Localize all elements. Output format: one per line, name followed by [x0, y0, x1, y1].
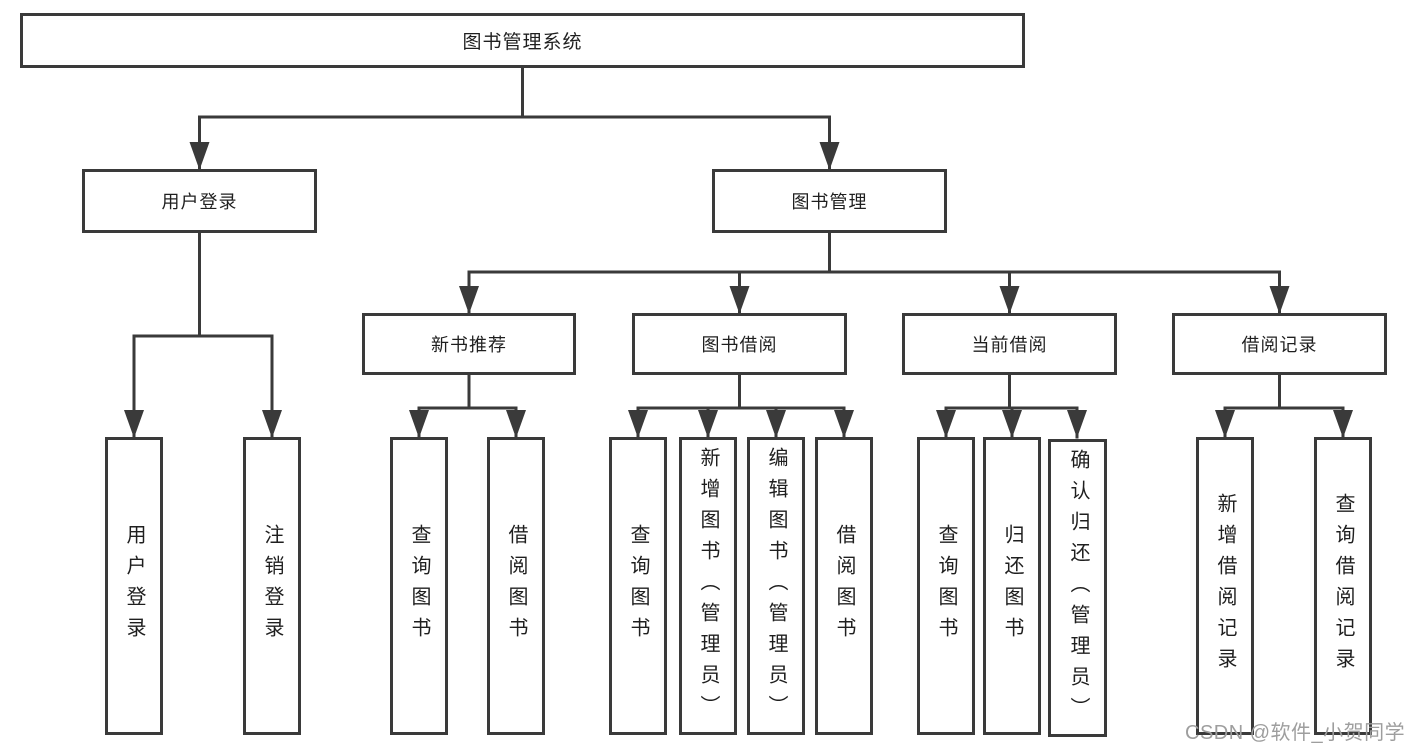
leaf-bb-edit-books-admin: 编辑图书（管理员） [747, 437, 805, 735]
leaf-bb-query-books: 查询图书 [609, 437, 667, 735]
leaf-cb-return-books: 归还图书 [983, 437, 1041, 735]
leaf-logout: 注销登录 [243, 437, 301, 735]
node-book-management: 图书管理 [712, 169, 947, 233]
leaf-cb-confirm-return-admin: 确认归还（管理员） [1048, 439, 1107, 737]
leaf-bb-add-books-admin: 新增图书（管理员） [679, 437, 737, 735]
leaf-cb-query-books: 查询图书 [917, 437, 975, 735]
leaf-nbr-borrow-books: 借阅图书 [487, 437, 545, 735]
leaf-nbr-query-books: 查询图书 [390, 437, 448, 735]
leaf-bb-borrow-books: 借阅图书 [815, 437, 873, 735]
node-borrow-records: 借阅记录 [1172, 313, 1387, 375]
leaf-br-query-record: 查询借阅记录 [1314, 437, 1372, 735]
node-current-borrow: 当前借阅 [902, 313, 1117, 375]
watermark: CSDN @软件_小贺同学 [1185, 722, 1405, 744]
node-new-book-recommend: 新书推荐 [362, 313, 576, 375]
connector-trunks [132, 66, 1345, 410]
node-root: 图书管理系统 [20, 13, 1025, 68]
leaf-br-add-record: 新增借阅记录 [1196, 437, 1254, 735]
node-user-login: 用户登录 [82, 169, 317, 233]
node-book-borrow: 图书借阅 [632, 313, 847, 375]
leaf-user-login: 用户登录 [105, 437, 163, 735]
